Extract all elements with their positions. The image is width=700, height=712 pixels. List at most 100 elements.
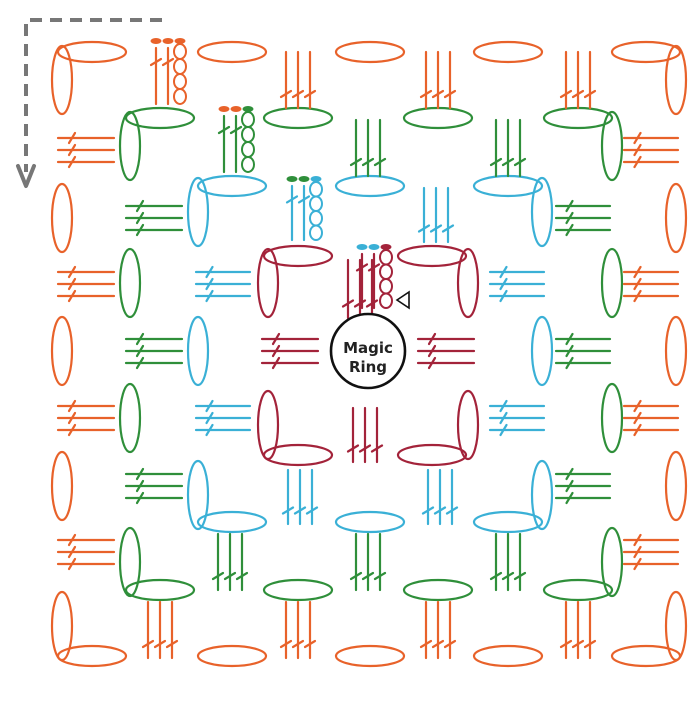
dc-tick <box>633 533 642 547</box>
round2-chain-top <box>334 174 406 198</box>
dc-tick <box>341 299 355 308</box>
dc-tick <box>633 399 642 413</box>
chain-stitch <box>173 58 187 75</box>
dc-tick <box>361 571 375 581</box>
dc-tick <box>373 157 387 167</box>
round4-chain-bottom-3 <box>472 644 544 668</box>
round4-cluster-left-2 <box>56 265 116 303</box>
dc-tick <box>565 199 574 213</box>
dc-tick <box>499 265 508 279</box>
dc-tick <box>271 356 281 370</box>
dc-tick <box>501 157 515 167</box>
chain-oval-vertical <box>456 389 480 461</box>
round2-cluster-bottom-right <box>421 468 459 526</box>
slip-stitch-dot <box>150 38 162 44</box>
dc-tick <box>135 332 145 346</box>
dc-tick <box>361 157 375 167</box>
dc-tick <box>370 444 384 453</box>
round2-chain-bottom <box>334 510 406 534</box>
round4-cluster-bottom-2 <box>279 600 317 660</box>
chain-oval-vertical <box>256 389 280 461</box>
round2-corner-bottom-left <box>186 459 268 534</box>
slip-stitch-dot <box>162 38 174 44</box>
round1-starting-chain <box>355 244 393 310</box>
chain-stitch <box>379 292 393 309</box>
round3-corner-top-left <box>118 106 196 182</box>
round3-corner-bottom-right <box>542 526 624 602</box>
dc-tick <box>429 224 443 233</box>
dc-tick <box>67 545 77 559</box>
dc-tick <box>67 423 77 437</box>
dc-tick <box>489 571 503 581</box>
dc-tick <box>135 223 145 237</box>
dc-tick <box>135 344 145 358</box>
magic-ring-circle <box>329 312 407 390</box>
round1-cluster-bottom <box>346 406 384 464</box>
round3-chain-right-upper <box>600 247 624 319</box>
dc-tick <box>565 344 574 358</box>
round4-chain-top-3 <box>472 40 544 64</box>
chain-oval-horizontal <box>396 244 468 268</box>
dc-tick <box>633 131 642 145</box>
dc-tick <box>303 639 317 649</box>
dc-tick <box>205 399 214 413</box>
dc-tick <box>285 195 299 204</box>
dashed-arrow-head <box>16 164 36 188</box>
round4-cluster-left-4 <box>56 533 116 571</box>
dc-tick <box>271 332 281 346</box>
round4-cluster-right-1 <box>622 131 680 169</box>
dc-tick <box>355 263 369 272</box>
dc-tick <box>293 506 307 515</box>
dc-tick <box>279 639 293 649</box>
dc-tick <box>633 557 642 571</box>
start-triangle-icon <box>395 290 410 310</box>
chain-oval-horizontal <box>196 174 268 198</box>
round2-starting-chain <box>285 176 323 242</box>
round3-chain-top-left <box>262 106 334 130</box>
round1-cluster-right <box>416 332 476 370</box>
slip-stitch-dot <box>230 106 242 112</box>
dc-tick <box>67 143 77 157</box>
dc-tick <box>633 155 642 169</box>
dc-tick <box>501 571 515 581</box>
dc-tick <box>499 277 508 291</box>
dc-tick <box>431 89 445 99</box>
round3-cluster-right-2 <box>554 332 612 370</box>
chain-oval-horizontal <box>542 106 614 130</box>
round2-corner-top-left <box>186 174 268 248</box>
dc-tick <box>281 506 295 515</box>
round2-cluster-left-lower <box>194 399 252 437</box>
round3-cluster-left-2 <box>124 332 184 370</box>
dc-tick <box>135 356 145 370</box>
chain-oval-horizontal <box>124 106 196 130</box>
dc-tick <box>433 506 447 515</box>
dc-tick <box>67 533 77 547</box>
round4-chain-right-1 <box>664 182 688 254</box>
slip-stitch-dot <box>242 106 254 112</box>
dc-tick <box>305 506 319 515</box>
dc-tick <box>419 639 433 649</box>
dc-tick <box>353 299 367 308</box>
dc-tick <box>427 356 437 370</box>
dc-tick <box>205 277 214 291</box>
dc-tick <box>421 506 435 515</box>
dc-tick <box>373 571 387 581</box>
dc-tick <box>271 344 281 358</box>
dc-tick <box>445 506 459 515</box>
dc-tick <box>565 479 574 493</box>
chain-stitch <box>379 278 393 295</box>
dc-tick <box>499 423 508 437</box>
round4-cluster-bottom-3 <box>419 600 457 660</box>
round2-chain-left <box>186 315 210 387</box>
chain-stitch <box>241 111 255 128</box>
round2-cluster-right-upper <box>488 265 546 303</box>
round1-corner-bottom-left <box>256 389 334 467</box>
dc-tick <box>499 399 508 413</box>
dc-tick <box>67 289 77 303</box>
dc-tick <box>633 423 642 437</box>
dc-tick <box>205 423 214 437</box>
round3-chain-top-right <box>402 106 474 130</box>
dc-tick <box>633 277 642 291</box>
dc-tick <box>205 289 214 303</box>
